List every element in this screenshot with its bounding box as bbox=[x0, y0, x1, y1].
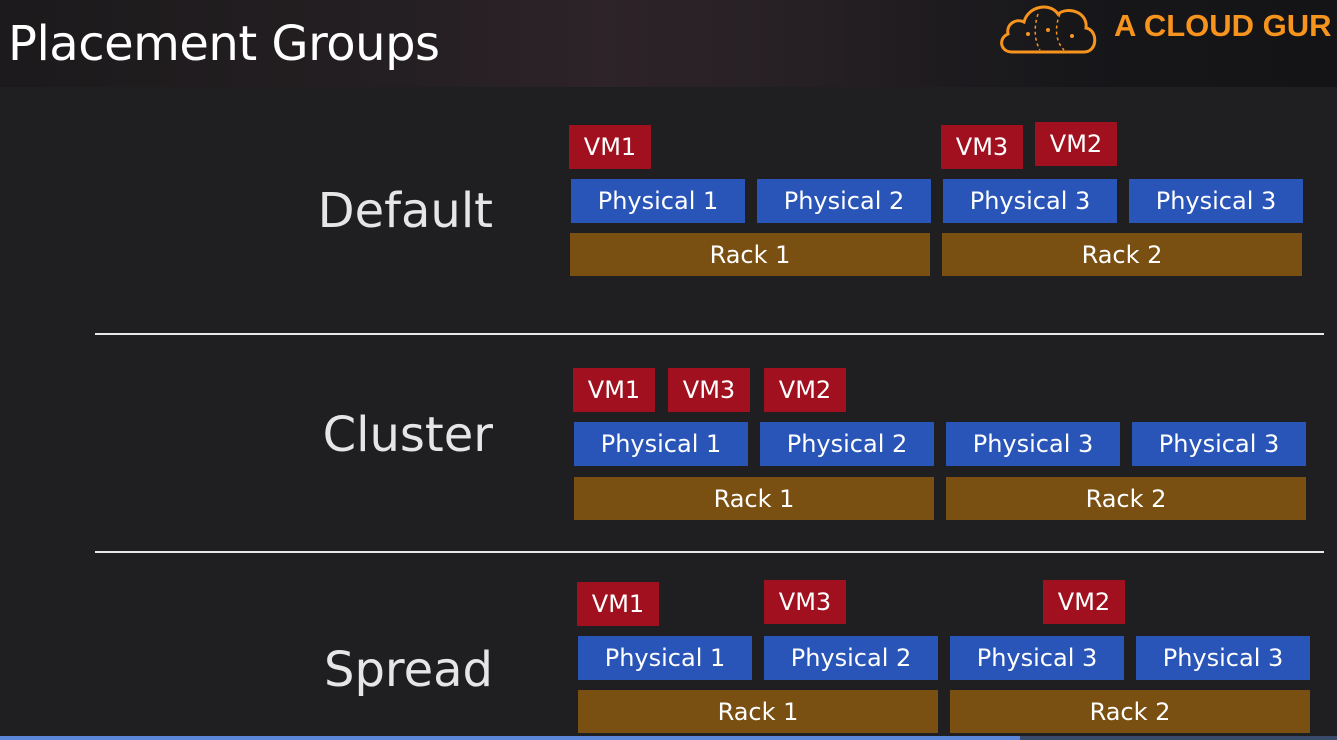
cloud-icon bbox=[1000, 5, 1097, 54]
cluster-vm3-box: VM3 bbox=[668, 368, 750, 412]
slide-title: Placement Groups bbox=[8, 16, 440, 72]
logo: A CLOUD GUR bbox=[996, 0, 1337, 60]
cluster-vm1-box: VM1 bbox=[573, 368, 655, 412]
default-vm1-box: VM1 bbox=[569, 125, 651, 169]
spread-rack-1-box: Rack 1 bbox=[578, 690, 938, 733]
default-rack-2-box: Rack 2 bbox=[942, 233, 1302, 276]
logo-text: A CLOUD GUR bbox=[1114, 8, 1332, 43]
spread-rack-2-box: Rack 2 bbox=[950, 690, 1310, 733]
cluster-rack-2-box: Rack 2 bbox=[946, 477, 1306, 520]
cluster-physical-3a-box: Physical 3 bbox=[946, 422, 1120, 466]
cluster-physical-3b-box: Physical 3 bbox=[1132, 422, 1306, 466]
default-physical-1-box: Physical 1 bbox=[571, 179, 745, 223]
section-label-spread: Spread bbox=[323, 642, 493, 698]
slide-header bbox=[0, 0, 1337, 87]
section-divider bbox=[95, 333, 1324, 335]
progress-bar bbox=[0, 736, 1337, 740]
spread-vm3-box: VM3 bbox=[764, 580, 846, 624]
default-vm3-box: VM3 bbox=[941, 125, 1023, 169]
progress-bar-track bbox=[1020, 736, 1337, 740]
section-label-default: Default bbox=[317, 183, 493, 239]
section-label-cluster: Cluster bbox=[322, 407, 493, 463]
spread-vm1-box: VM1 bbox=[577, 582, 659, 626]
spread-physical-3b-box: Physical 3 bbox=[1136, 636, 1310, 680]
cluster-vm2-box: VM2 bbox=[764, 368, 846, 412]
cluster-physical-2-box: Physical 2 bbox=[760, 422, 934, 466]
default-vm2-box: VM2 bbox=[1035, 122, 1117, 166]
cluster-physical-1-box: Physical 1 bbox=[574, 422, 748, 466]
default-physical-3a-box: Physical 3 bbox=[943, 179, 1117, 223]
default-rack-1-box: Rack 1 bbox=[570, 233, 930, 276]
spread-vm2-box: VM2 bbox=[1043, 580, 1125, 624]
section-divider bbox=[95, 551, 1324, 553]
cluster-rack-1-box: Rack 1 bbox=[574, 477, 934, 520]
spread-physical-3a-box: Physical 3 bbox=[950, 636, 1124, 680]
default-physical-3b-box: Physical 3 bbox=[1129, 179, 1303, 223]
default-physical-2-box: Physical 2 bbox=[757, 179, 931, 223]
spread-physical-2-box: Physical 2 bbox=[764, 636, 938, 680]
spread-physical-1-box: Physical 1 bbox=[578, 636, 752, 680]
